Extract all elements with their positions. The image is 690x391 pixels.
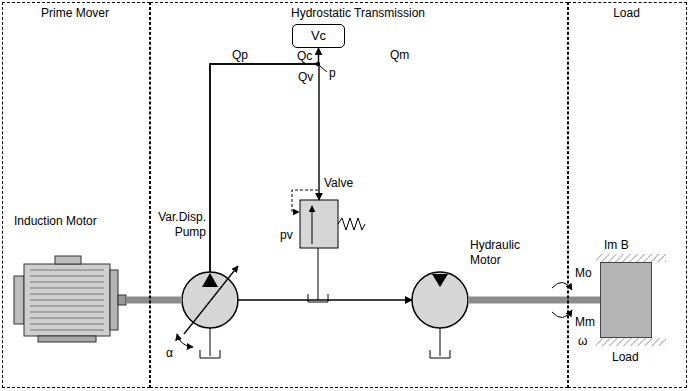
label-holder: p — [329, 66, 336, 81]
label-holder: Mm — [575, 315, 595, 330]
edge-group — [238, 300, 412, 301]
edge-group — [468, 300, 600, 301]
text-holder: Var.Disp. Pump — [152, 210, 206, 240]
label-holder: pv — [280, 228, 293, 243]
edge-group — [210, 48, 319, 272]
leader-line — [320, 66, 327, 72]
region-frame: VcVar.Disp. PumpValveHydraulic MotorHydr… — [150, 2, 568, 388]
text-holder: Load — [568, 6, 685, 21]
cooling-fin — [30, 330, 104, 331]
label-holder: Qm — [390, 48, 409, 63]
variable-label: α — [166, 346, 173, 361]
text-holder: Prime Mover — [2, 6, 148, 21]
text-holder: Valve — [324, 176, 374, 191]
region-frame: Im BLoadLoad — [568, 2, 687, 388]
component-label: Valve — [324, 176, 374, 191]
variable-pump-symbol — [177, 266, 238, 358]
cooling-fin — [30, 282, 104, 283]
component-label: Var.Disp. Pump — [152, 210, 206, 240]
component-label: Load — [612, 350, 672, 365]
cooling-fin — [30, 318, 104, 319]
region-heading: Prime Mover — [2, 6, 148, 21]
variable-label: Qp — [232, 48, 248, 63]
region-heading: Load — [568, 6, 685, 21]
text-holder: Hydrostatic Transmission — [150, 6, 566, 21]
cooling-fin — [30, 324, 104, 325]
text-holder: Im B — [604, 238, 664, 253]
hydraulic-motor: Hydraulic Motor — [412, 272, 468, 328]
text-holder: Vc — [293, 25, 344, 47]
hydraulic-line — [238, 299, 412, 300]
cooling-fin — [30, 306, 104, 307]
hydraulic-line — [210, 48, 319, 272]
drive-shaft — [126, 297, 182, 304]
text-holder: Hydraulic Motor — [470, 238, 534, 268]
cooling-fin — [30, 270, 104, 271]
region-frame: Induction Motor Prime Mover — [2, 2, 150, 388]
load-inertia: Im BLoad — [600, 262, 652, 338]
label-holder: ω — [578, 334, 587, 349]
variable-label: Qv — [298, 70, 313, 85]
variable-label: Mo — [575, 266, 592, 281]
cooling-fin — [30, 294, 104, 295]
hydraulic-motor-symbol — [412, 272, 468, 358]
cooling-fin — [30, 312, 104, 313]
hydraulic-line — [210, 64, 319, 272]
induction-motor: Induction Motor — [14, 264, 126, 336]
relief-valve: Valve — [300, 200, 338, 248]
region-heading: Hydrostatic Transmission — [150, 6, 566, 21]
edge-group — [126, 300, 182, 301]
edge-group — [210, 64, 319, 272]
drive-shaft — [468, 297, 600, 304]
component-label: Induction Motor — [14, 214, 138, 229]
relief-valve-symbol — [292, 190, 365, 302]
text-holder: Load — [612, 350, 672, 365]
label-holder: α — [166, 346, 173, 361]
variable-label: pv — [280, 228, 293, 243]
box-label: Vc — [311, 28, 326, 44]
variable-label: Qc — [297, 49, 312, 64]
cooling-fin — [30, 276, 104, 277]
pump-symbol: Var.Disp. Pump — [182, 272, 238, 328]
label-holder: Qp — [232, 48, 248, 63]
label-holder: Mo — [575, 266, 592, 281]
text-holder: Induction Motor — [14, 214, 138, 229]
variable-label: Qm — [390, 48, 409, 63]
variable-label: ω — [578, 334, 587, 349]
variable-label: Mm — [575, 315, 595, 330]
cooling-fin — [30, 300, 104, 301]
label-holder: Qc — [297, 49, 312, 64]
cooling-fin — [30, 288, 104, 289]
component-label: Hydraulic Motor — [470, 238, 534, 268]
component-label: Im B — [604, 238, 664, 253]
label-holder: Qv — [298, 70, 313, 85]
induction-motor — [14, 256, 126, 342]
accumulator-volume-box: Vc — [292, 24, 345, 48]
variable-label: p — [329, 66, 336, 81]
